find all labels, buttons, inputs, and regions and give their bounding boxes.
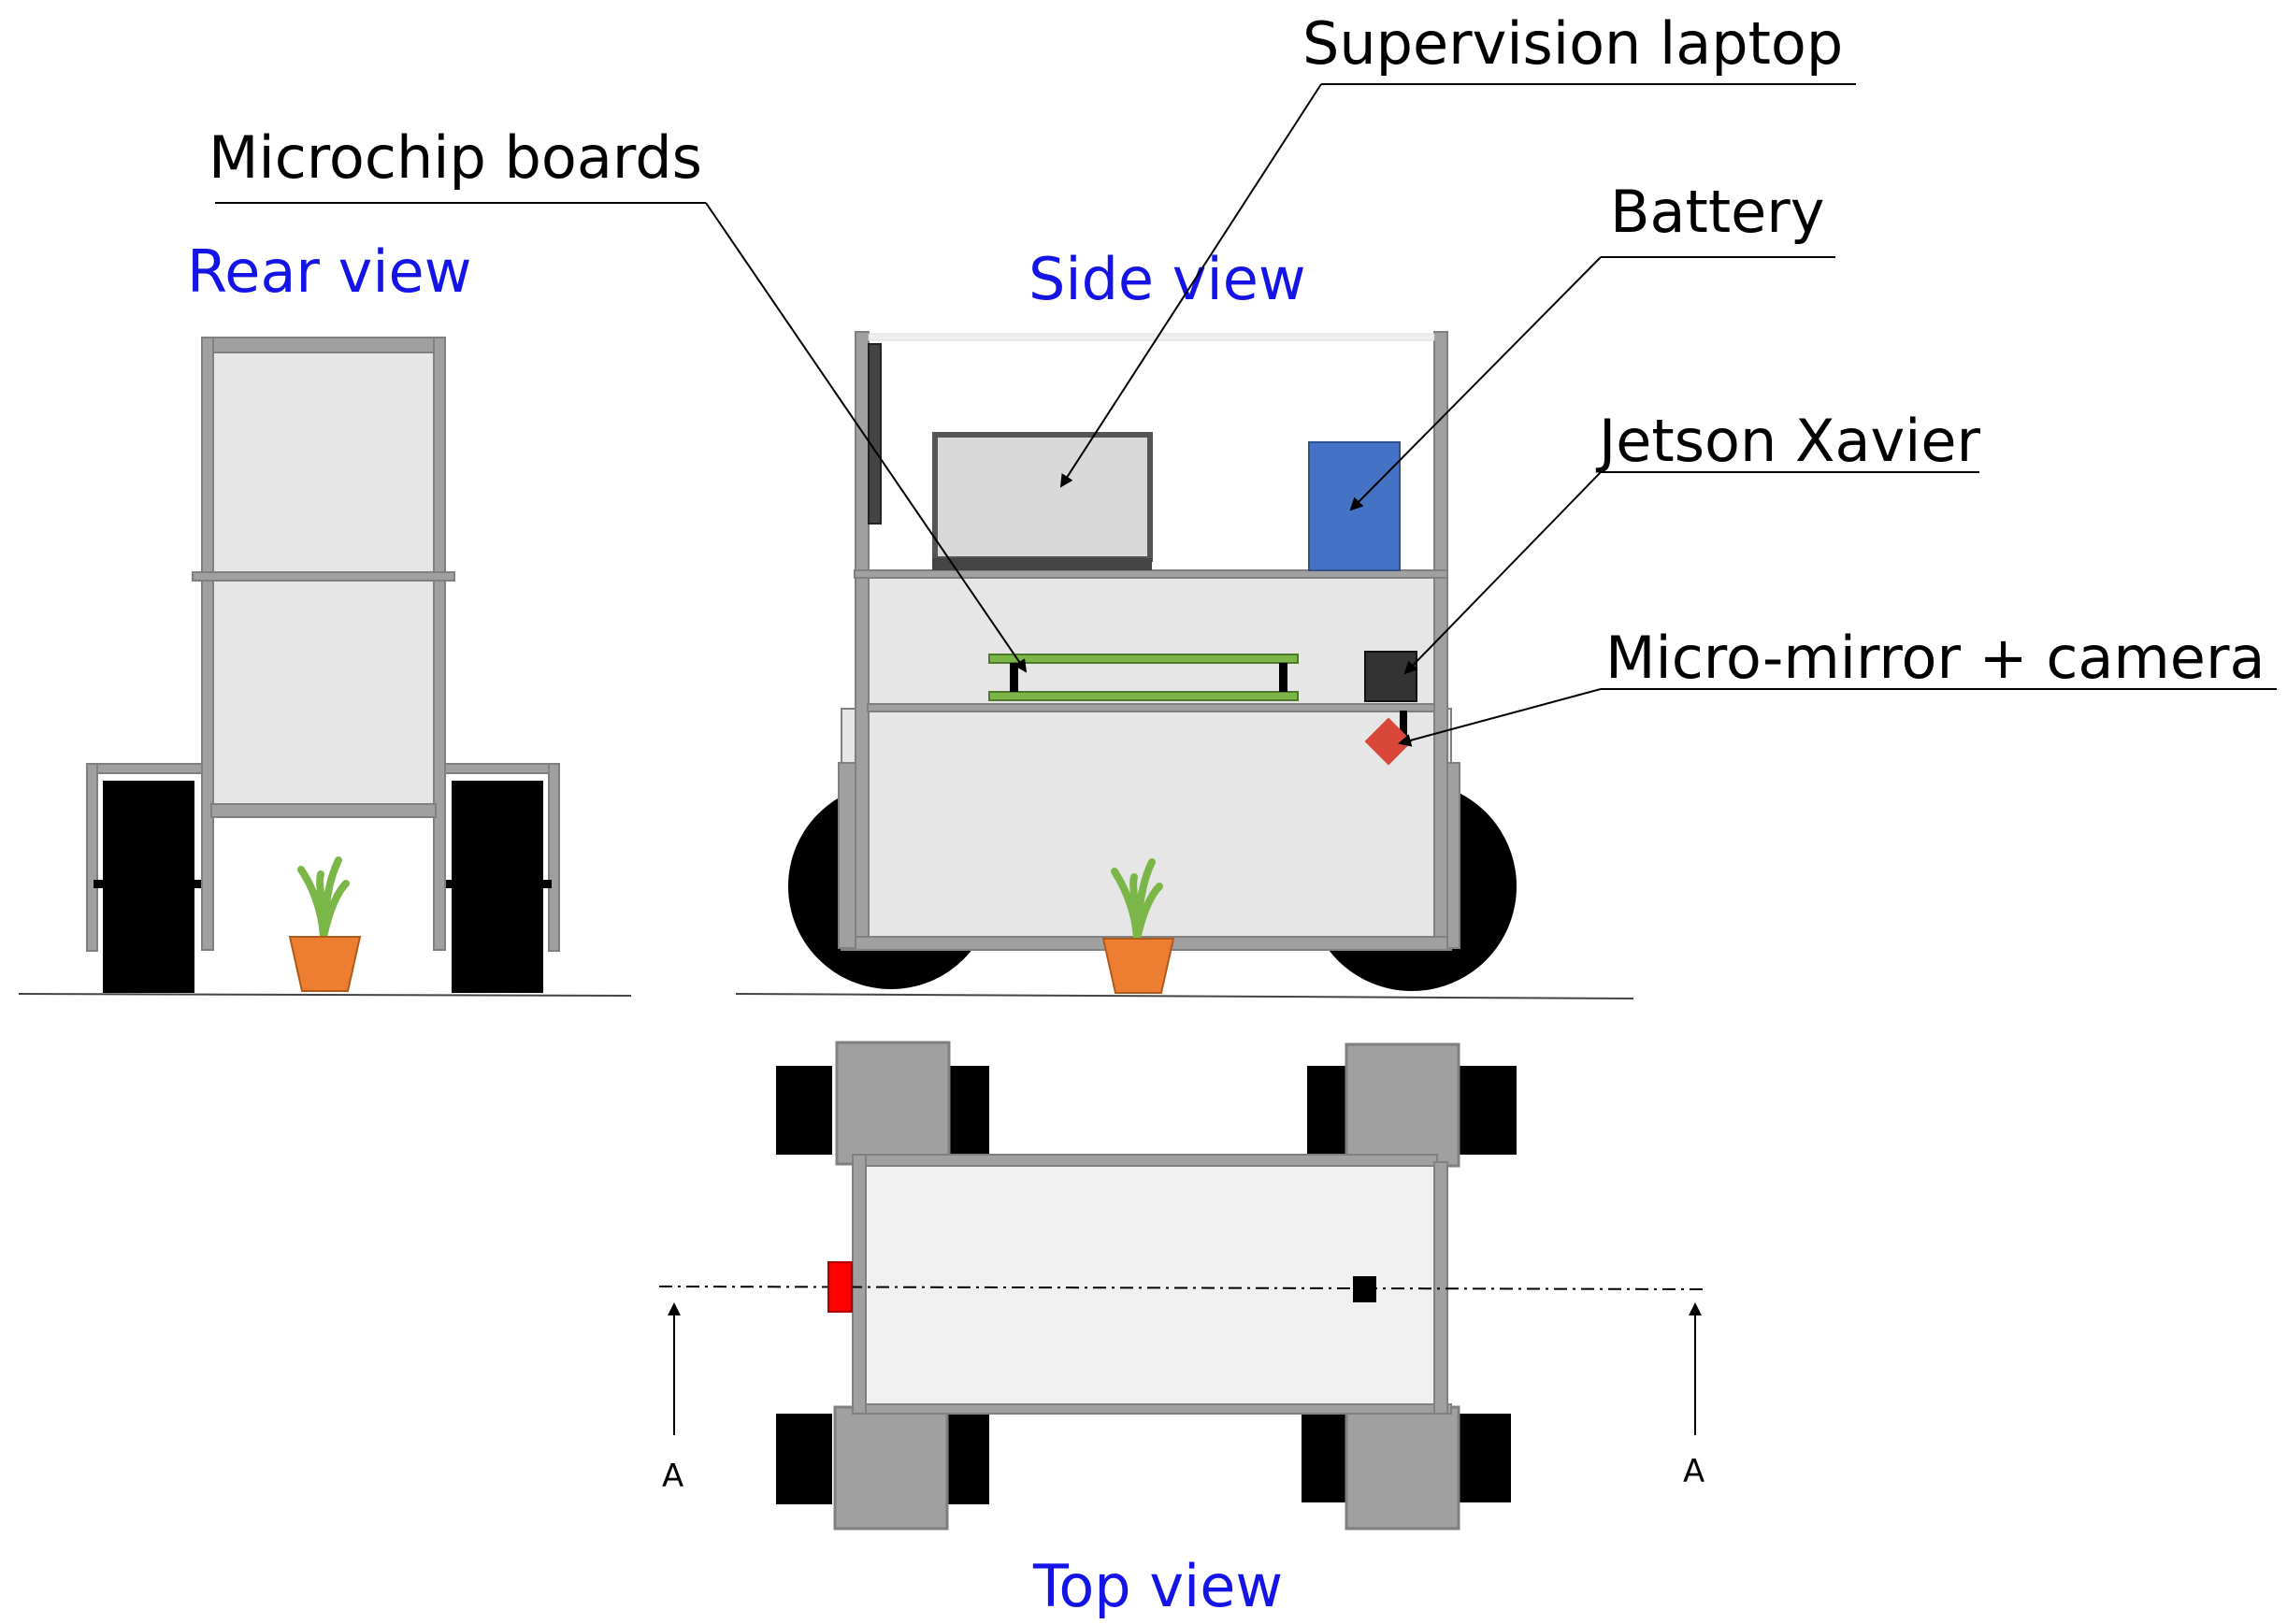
side-plant-leaves bbox=[1111, 858, 1163, 942]
top-chassis-right bbox=[1433, 1161, 1448, 1415]
section-label-left: A bbox=[662, 1458, 683, 1495]
rear-view: Rear view bbox=[18, 237, 632, 997]
rear-frame-shelf bbox=[192, 571, 455, 582]
side-micro-mirror bbox=[1364, 717, 1413, 766]
section-label-right: A bbox=[1683, 1453, 1704, 1490]
top-wheel-fl-outer bbox=[1307, 1066, 1349, 1155]
label-microchip-boards: Microchip boards bbox=[209, 123, 702, 192]
top-chassis-bottom bbox=[852, 1403, 1452, 1415]
side-camera-mount bbox=[1400, 711, 1407, 737]
leader-supervision-laptop bbox=[1059, 83, 1322, 488]
top-wheel-fr-inner bbox=[1459, 1414, 1511, 1502]
side-laptop bbox=[932, 432, 1153, 570]
side-left-wheel-post bbox=[838, 762, 856, 949]
top-wheel-fr-outer bbox=[1302, 1414, 1348, 1502]
side-jetson bbox=[1364, 651, 1417, 702]
callouts: Supervision laptop Microchip boards Batt… bbox=[209, 9, 2277, 747]
top-view-label: Top view bbox=[1032, 1552, 1283, 1620]
top-wheel-fl-inner bbox=[1459, 1066, 1517, 1155]
top-chassis-left bbox=[852, 1154, 867, 1415]
rear-plant bbox=[288, 856, 362, 992]
rear-view-label: Rear view bbox=[187, 237, 471, 306]
top-housing-rr bbox=[833, 1405, 949, 1531]
side-plant bbox=[1101, 858, 1175, 994]
side-plant-pot bbox=[1101, 938, 1175, 994]
rear-frame-top bbox=[201, 337, 446, 353]
leader-micro-mirror-camera bbox=[1398, 688, 1602, 747]
label-jetson-xavier: Jetson Xavier bbox=[1595, 407, 1981, 475]
top-wheel-rl-inner bbox=[944, 1066, 989, 1155]
board-lower bbox=[988, 691, 1299, 701]
leader-jetson-xavier bbox=[1403, 471, 1602, 675]
rear-ground-line bbox=[18, 993, 632, 997]
rear-right-wheel bbox=[452, 781, 543, 993]
side-view-label: Side view bbox=[1028, 245, 1306, 313]
rear-left-wheel bbox=[103, 781, 194, 993]
top-chassis-top bbox=[852, 1154, 1438, 1167]
top-housing-fr bbox=[1345, 1405, 1460, 1531]
laptop-screen bbox=[932, 432, 1153, 562]
top-wheel-rr-inner bbox=[944, 1414, 989, 1504]
top-wheel-rl-outer bbox=[776, 1066, 832, 1155]
label-supervision-laptop: Supervision laptop bbox=[1302, 9, 1843, 78]
label-battery: Battery bbox=[1610, 178, 1824, 246]
board-standoff-right bbox=[1279, 663, 1287, 692]
laptop-base bbox=[932, 558, 1152, 570]
rear-plant-leaves bbox=[297, 856, 350, 941]
top-red-marker bbox=[827, 1261, 853, 1313]
side-microchip-boards bbox=[988, 654, 1299, 701]
top-chassis-panel bbox=[857, 1161, 1439, 1411]
leader-microchip-boards bbox=[705, 202, 1028, 673]
rear-left-bracket bbox=[86, 763, 205, 774]
rear-right-bracket-post bbox=[548, 763, 560, 952]
top-wheel-rr-outer bbox=[776, 1414, 832, 1504]
rear-frame-bottom bbox=[210, 803, 437, 818]
label-micro-mirror-camera: Micro-mirror + camera bbox=[1605, 624, 2265, 692]
rear-left-bracket-post bbox=[86, 763, 98, 952]
top-camera-marker bbox=[1353, 1276, 1376, 1302]
top-housing-fl bbox=[1345, 1042, 1460, 1168]
side-view: Side view bbox=[735, 245, 1634, 999]
side-screen bbox=[868, 343, 882, 525]
side-lower-shelf bbox=[867, 703, 1435, 712]
top-view: A A Top view bbox=[658, 1041, 1707, 1620]
rear-plant-pot bbox=[288, 936, 362, 992]
board-standoff-left bbox=[1010, 663, 1018, 692]
board-upper bbox=[988, 654, 1299, 664]
side-ground-line bbox=[735, 993, 1634, 999]
side-top-rail bbox=[868, 333, 1435, 341]
top-housing-rl bbox=[835, 1041, 951, 1166]
side-middle-panel bbox=[860, 574, 1435, 709]
side-upper-shelf bbox=[854, 569, 1448, 579]
leader-battery bbox=[1349, 256, 1602, 511]
rear-frame-right-post bbox=[433, 337, 446, 951]
rear-right-bracket bbox=[439, 763, 559, 774]
rear-frame-left-post bbox=[201, 337, 214, 951]
